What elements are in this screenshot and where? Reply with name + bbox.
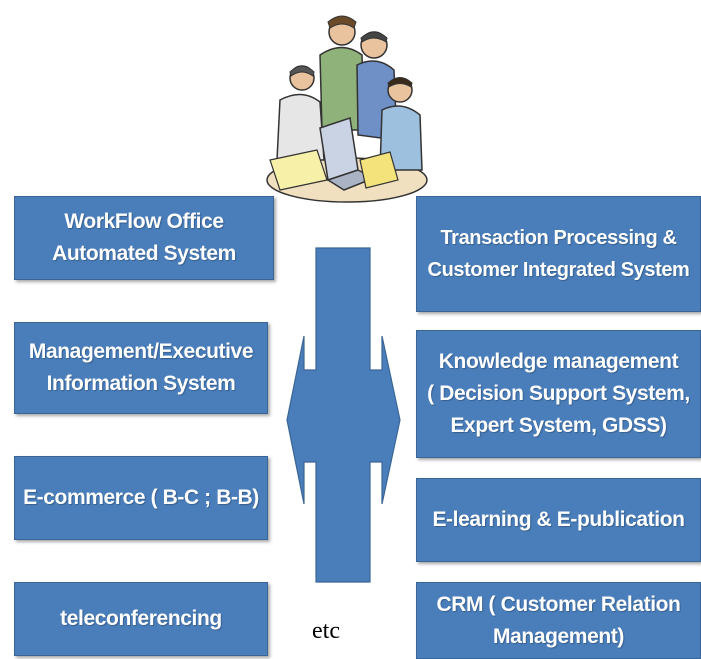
box-transaction-processing: Transaction Processing & Customer Integr… [416, 196, 701, 312]
box-line: teleconferencing [60, 607, 222, 630]
box-line: Knowledge management [438, 350, 679, 373]
box-crm: CRM ( Customer Relation Management) [416, 582, 701, 659]
box-line: ( Decision Support System, [427, 382, 690, 405]
box-line: Transaction Processing & [440, 227, 677, 249]
box-elearning: E-learning & E-publication [416, 478, 701, 562]
box-workflow-office: WorkFlow Office Automated System [14, 196, 274, 280]
box-knowledge-management: Knowledge management ( Decision Support … [416, 330, 701, 458]
box-line: Automated System [52, 242, 236, 265]
box-management-executive: Management/Executive Information System [14, 322, 268, 414]
box-line: Management/Executive [28, 340, 254, 363]
box-line: E-commerce ( B-C ; B-B) [23, 486, 259, 509]
box-ecommerce: E-commerce ( B-C ; B-B) [14, 456, 268, 540]
business-people-illustration [266, 15, 428, 203]
box-line: Information System [46, 372, 236, 395]
box-line: Customer Integrated System [427, 259, 690, 281]
box-line: E-learning & E-publication [432, 508, 685, 531]
box-line: Expert System, GDSS) [450, 414, 667, 437]
box-line: Management) [493, 624, 624, 648]
box-teleconferencing: teleconferencing [14, 582, 268, 656]
etc-label: etc [312, 618, 340, 644]
box-line: WorkFlow Office [64, 210, 224, 233]
box-line: CRM ( Customer Relation [436, 592, 681, 616]
